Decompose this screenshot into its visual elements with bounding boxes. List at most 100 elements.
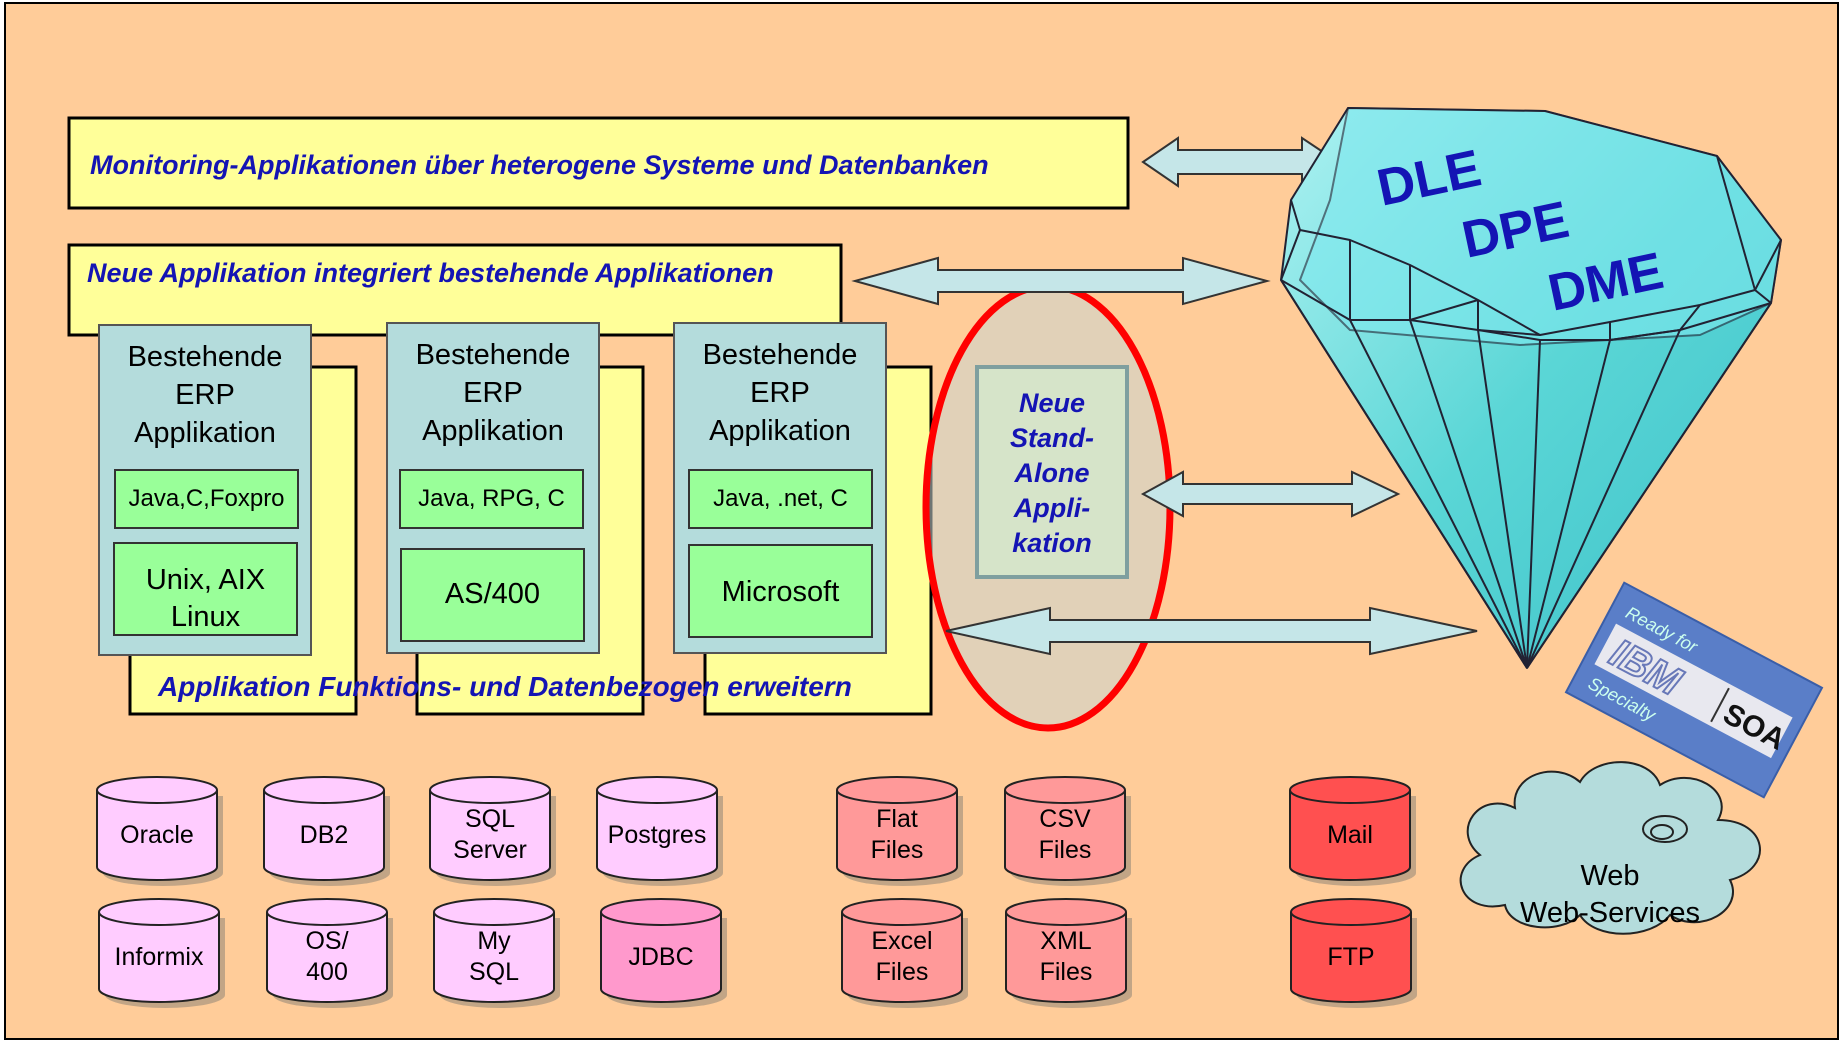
platform-box — [113, 542, 298, 636]
database-cylinder — [263, 776, 390, 886]
database-cylinder-label: SQL Server — [430, 804, 550, 866]
file-source-cylinder-label-line: XML — [1040, 927, 1092, 955]
database-cylinder-label: JDBC — [601, 942, 721, 973]
erp-title-line: ERP — [463, 377, 523, 409]
database-cylinder-label-line: JDBC — [628, 942, 694, 971]
database-cylinder-label-line: SQL — [464, 805, 516, 833]
network-source-cylinder — [1289, 776, 1416, 886]
integration-banner-label: Neue Applikation integriert bestehende A… — [87, 258, 774, 288]
database-cylinder-label-line: SQL — [468, 958, 520, 986]
network-source-cylinder — [1290, 898, 1417, 1008]
erp-title-line: Applikation — [134, 417, 276, 449]
database-cylinder-label-line: Informix — [114, 942, 204, 971]
cloud-icon — [1459, 761, 1761, 935]
monitoring-banner — [67, 116, 1130, 210]
erp-platform: Unix, AIX Linux — [114, 562, 297, 636]
network-source-cylinder-label: Mail — [1290, 820, 1410, 851]
language-box — [114, 469, 299, 529]
file-source-cylinder-label-line: Files — [875, 958, 929, 986]
database-cylinder-label-line: 400 — [306, 958, 348, 986]
erp-title-line: Applikation — [709, 415, 851, 447]
file-source-cylinder-label-line: Files — [1039, 958, 1093, 986]
ibm-soa-badge: Ready for IBM SOA Specialty — [1564, 581, 1824, 799]
erp-title-line: Bestehende — [415, 339, 571, 371]
database-cylinder-label: Oracle — [97, 820, 217, 851]
erp-languages: Java, .net, C — [713, 485, 848, 512]
file-source-cylinder-label-line: Files — [870, 836, 924, 864]
extend-banner-label: Applikation Funktions- und Datenbezogen … — [158, 671, 852, 702]
database-cylinder-label-line: Server — [453, 836, 527, 864]
database-cylinder — [429, 776, 556, 886]
database-cylinder-label: OS/400 — [267, 926, 387, 988]
double-arrow — [851, 256, 1271, 306]
erp-title-line: ERP — [750, 377, 810, 409]
platform-box — [688, 544, 873, 638]
platform-box — [400, 548, 585, 642]
file-source-cylinder-label-line: Excel — [871, 927, 933, 955]
file-source-cylinder — [1004, 776, 1131, 886]
database-cylinder — [596, 776, 723, 886]
standalone-label-line: Appli- — [1013, 493, 1091, 523]
database-cylinder-label-line: OS/ — [305, 927, 349, 955]
language-box — [399, 469, 584, 529]
language-box — [688, 469, 873, 529]
erp-platform-line: AS/400 — [444, 578, 541, 610]
database-cylinder-label: Postgres — [597, 820, 717, 851]
file-source-cylinder — [841, 898, 968, 1008]
erp-platform-line: Unix, AIX — [145, 564, 266, 596]
erp-languages: Java, RPG, C — [418, 485, 565, 512]
double-arrow — [945, 606, 1478, 656]
network-source-cylinder-label-line: Mail — [1327, 820, 1373, 849]
database-cylinder-label: DB2 — [264, 820, 384, 851]
cloud-label-line: Web-Services — [1520, 897, 1700, 929]
erp-title: Bestehende ERP Applikation — [99, 338, 311, 452]
standalone-box — [975, 365, 1129, 579]
erp-title: Bestehende ERP Applikation — [674, 336, 886, 450]
erp-title: Bestehende ERP Applikation — [387, 336, 599, 450]
database-cylinder-label-line: My — [477, 927, 511, 955]
erp-languages: Java,C,Foxpro — [128, 485, 285, 512]
standalone-label: Neue Stand- Alone Appli- kation — [977, 386, 1127, 561]
database-cylinder-label-line: Postgres — [607, 820, 707, 849]
file-source-cylinder-label: CSV Files — [1005, 804, 1125, 866]
cloud-ornament — [1650, 824, 1674, 840]
double-arrow — [1140, 470, 1401, 518]
monitoring-banner-label: Monitoring-Applikationen über heterogene… — [90, 150, 989, 180]
erp-platform: Microsoft — [689, 574, 872, 611]
file-source-cylinder-label-line: Files — [1038, 836, 1092, 864]
erp-platform-line: Linux — [170, 601, 241, 633]
integration-banner — [67, 243, 843, 337]
database-cylinder-label-line: DB2 — [299, 820, 349, 849]
erp-title-line: Applikation — [422, 415, 564, 447]
standalone-label-line: kation — [1012, 528, 1092, 558]
cloud-label-line: Web — [1580, 860, 1640, 892]
file-source-cylinder-label-line: Flat — [876, 805, 918, 833]
standalone-label-line: Neue — [1018, 388, 1086, 418]
erp-title-line: Bestehende — [127, 341, 283, 373]
file-source-cylinder — [1005, 898, 1132, 1008]
standalone-label-line: Stand- — [1010, 423, 1094, 453]
standalone-label-line: Alone — [1014, 458, 1090, 488]
erp-platform-line: Microsoft — [721, 576, 840, 608]
database-cylinder — [266, 898, 393, 1008]
file-source-cylinder-label: XML Files — [1006, 926, 1126, 988]
diamond-icon — [1280, 107, 1782, 669]
database-cylinder-label: Informix — [99, 942, 219, 973]
file-source-cylinder — [836, 776, 963, 886]
database-cylinder — [98, 898, 225, 1008]
erp-platform: AS/400 — [401, 576, 584, 613]
cloud-label: Web Web-Services — [1490, 858, 1730, 932]
database-cylinder-label-line: Oracle — [120, 820, 194, 849]
database-cylinder — [96, 776, 223, 886]
erp-title-line: Bestehende — [702, 339, 858, 371]
erp-title-line: ERP — [175, 379, 235, 411]
database-cylinder — [600, 898, 727, 1008]
network-source-cylinder-label: FTP — [1291, 942, 1411, 973]
cloud-ornament — [1642, 815, 1688, 843]
file-source-cylinder-label-line: CSV — [1039, 805, 1091, 833]
